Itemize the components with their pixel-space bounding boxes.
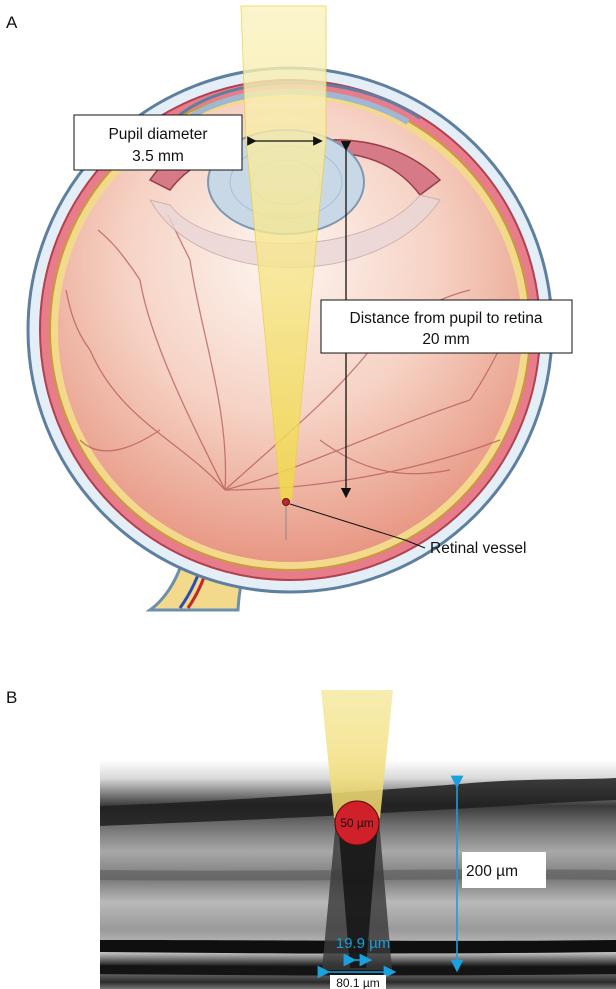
distance-title: Distance from pupil to retina xyxy=(350,310,543,327)
inner-width-label: 19.9 µm xyxy=(336,935,391,952)
pupil-diameter-callout: Pupil diameter 3.5 mm xyxy=(74,115,242,170)
pupil-diameter-value: 3.5 mm xyxy=(132,148,184,165)
pupil-diameter-title: Pupil diameter xyxy=(108,126,207,143)
vessel-diameter-label: 50 µm xyxy=(340,816,374,830)
panel-a-letter: A xyxy=(6,13,18,32)
thickness-label: 200 µm xyxy=(466,863,518,880)
retinal-vessel-label: Retinal vessel xyxy=(430,540,527,557)
distance-callout: Distance from pupil to retina 20 mm xyxy=(321,300,572,353)
outer-width-label: 80.1 µm xyxy=(336,976,380,989)
panel-b-letter: B xyxy=(6,688,17,707)
retinal-vessel-dot xyxy=(283,499,290,506)
distance-value: 20 mm xyxy=(422,331,469,348)
